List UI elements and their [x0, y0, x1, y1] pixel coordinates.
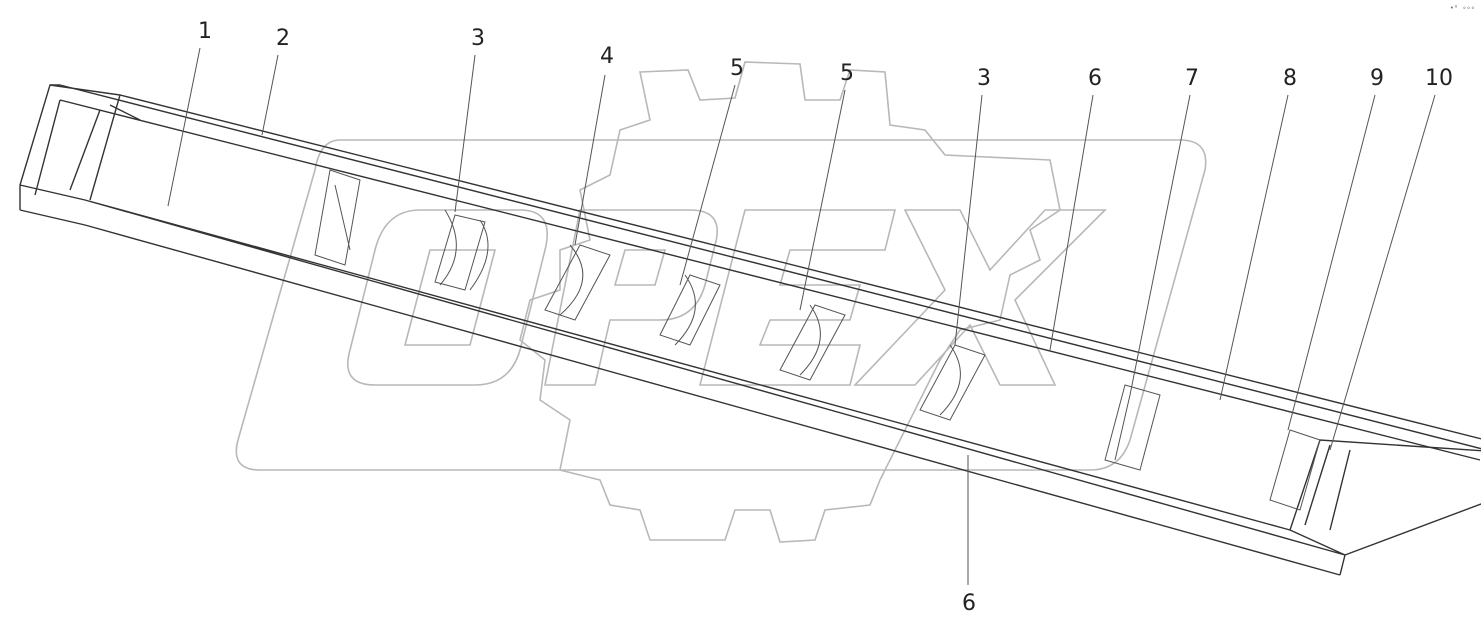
rear-end-frame	[1289, 439, 1481, 576]
callout-6: 6	[1088, 66, 1102, 91]
crossmember-4	[544, 244, 611, 321]
crossmember-2	[314, 169, 361, 266]
watermark-letters	[347, 209, 1107, 386]
callout-3: 3	[471, 26, 485, 51]
crossmember-7	[1104, 384, 1161, 471]
callout-7: 7	[1185, 66, 1199, 91]
watermark	[235, 61, 1207, 543]
upper-side-rail	[59, 84, 1481, 461]
callout-1: 1	[198, 19, 212, 44]
callout-5: 5	[840, 61, 854, 86]
callout-labels: 1 2 3 4 5 5 3 6 7 8 9 10 6	[198, 19, 1453, 616]
crossmember-9	[1269, 429, 1321, 511]
crossmembers	[314, 169, 1321, 511]
callout-9: 9	[1370, 66, 1384, 91]
front-end-frame	[19, 84, 141, 210]
callout-2: 2	[276, 26, 290, 51]
crossmember-5a	[659, 274, 721, 346]
crossmember-3a	[434, 209, 489, 291]
callout-10: 10	[1425, 66, 1453, 91]
lower-side-rail	[19, 184, 1346, 576]
frame	[19, 84, 1481, 576]
watermark-gear	[519, 61, 1061, 543]
callout-5: 5	[730, 56, 744, 81]
callout-6: 6	[962, 591, 976, 616]
watermark-badge	[235, 139, 1207, 471]
crossmember-3b	[919, 344, 986, 421]
leader-lines	[167, 47, 1436, 585]
callout-3: 3	[977, 66, 991, 91]
corner-tag: •⁰ ∘∘∘	[1449, 4, 1475, 12]
callout-4: 4	[600, 44, 614, 69]
callout-8: 8	[1283, 66, 1297, 91]
crossmember-5b	[779, 304, 846, 381]
